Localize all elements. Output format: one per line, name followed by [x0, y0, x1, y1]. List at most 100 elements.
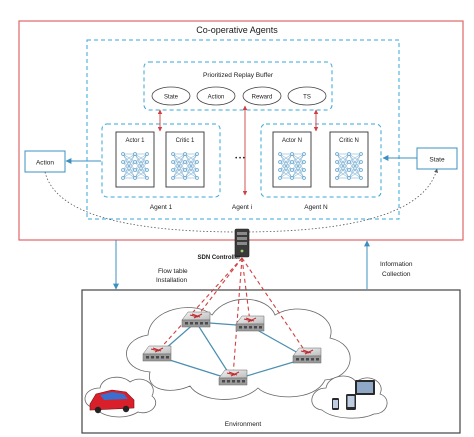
switch-port [195, 322, 198, 325]
nn-neuron [278, 160, 282, 164]
nn-neuron [302, 176, 306, 180]
nn-neuron [133, 168, 137, 172]
nn-edge [348, 153, 362, 171]
nn-neuron [359, 176, 363, 180]
nn-neuron [278, 152, 282, 156]
switch-port [311, 358, 314, 361]
actor-1-network-icon [121, 152, 149, 180]
nn-neuron [183, 160, 187, 164]
nn-edge [336, 169, 350, 179]
ellipsis: • • • [235, 156, 245, 162]
nn-edge [184, 153, 198, 179]
nn-edge [122, 169, 136, 179]
nn-edge [184, 169, 198, 179]
nn-neuron [121, 152, 125, 156]
nn-edge [348, 153, 362, 163]
nn-edge [279, 153, 293, 171]
nn-neuron [171, 176, 175, 180]
nn-neuron [145, 168, 149, 172]
nn-edge [291, 153, 305, 163]
state-ellipse [151, 86, 191, 106]
nn-edge [291, 153, 305, 171]
reward-ellipse [242, 86, 282, 106]
nn-neuron [183, 176, 187, 180]
switch-port [222, 380, 225, 383]
nn-edge [122, 161, 136, 179]
replay-buffer-items: State Action Reward TS [151, 86, 327, 106]
switch-arrow [152, 347, 162, 352]
nn-edge [172, 153, 186, 171]
switch-port [249, 326, 252, 329]
actor-n-label: Actor N [282, 138, 302, 144]
switch-node [142, 345, 172, 362]
nn-neuron [195, 152, 199, 156]
nn-neuron [347, 152, 351, 156]
switch-port [239, 326, 242, 329]
nn-edge [279, 153, 293, 179]
nn-neuron [359, 160, 363, 164]
nn-neuron [171, 168, 175, 172]
switch-port [200, 322, 203, 325]
switch-arrow [247, 317, 257, 323]
nn-neuron [359, 152, 363, 156]
car-icon [89, 389, 135, 414]
nn-edge [184, 153, 198, 163]
switch-port [301, 358, 304, 361]
devices-icon [332, 380, 375, 410]
nn-edge [336, 153, 350, 179]
nn-edge [134, 153, 148, 163]
nn-edge [172, 169, 186, 179]
flow-table-label-1: Flow table [158, 268, 188, 275]
ts-ellipse [287, 86, 327, 106]
agent-n-box [260, 123, 382, 198]
nn-edge [184, 153, 198, 171]
critic-1-label: Critic 1 [176, 138, 195, 144]
state-ellipse-label: State [164, 95, 179, 101]
nn-neuron [133, 160, 137, 164]
nn-edge [134, 153, 148, 179]
nn-neuron [145, 176, 149, 180]
nn-edge [122, 153, 136, 171]
nn-neuron [302, 160, 306, 164]
switch-port [185, 322, 188, 325]
nn-neuron [171, 160, 175, 164]
replay-buffer-box [143, 61, 333, 111]
nn-neuron [183, 168, 187, 172]
action-ellipse-label: Action [208, 95, 225, 101]
nn-edge [336, 161, 350, 179]
nn-neuron [302, 152, 306, 156]
switch-arrow [191, 313, 201, 318]
nn-neuron [133, 176, 137, 180]
nn-edge [279, 169, 293, 179]
nn-edge [336, 153, 350, 171]
switch-port [242, 380, 245, 383]
nn-edge [134, 153, 148, 171]
nn-neuron [359, 168, 363, 172]
switch-arrow [154, 347, 164, 353]
actor-1-label: Actor 1 [125, 138, 145, 144]
nn-edge [291, 161, 305, 179]
nn-edge [122, 153, 136, 163]
switch-port [161, 356, 164, 359]
nn-edge [291, 153, 305, 179]
nn-edge [134, 169, 148, 179]
nn-edge [172, 161, 186, 179]
agent-1-box [101, 123, 221, 198]
nn-edge [184, 161, 198, 179]
switch-port [151, 356, 154, 359]
actor-n-network-icon [278, 152, 306, 180]
switch-arrow [302, 349, 312, 354]
nn-edge [348, 153, 362, 179]
middle-agent-label: Agent i [232, 204, 252, 211]
nn-neuron [195, 160, 199, 164]
agent-n-label: Agent N [304, 204, 328, 211]
environment-label: Environment [225, 421, 262, 428]
information-label-1: Information [380, 261, 413, 268]
nn-edge [279, 161, 293, 179]
switch-port [254, 326, 257, 329]
switch-port [190, 322, 193, 325]
nn-edge [348, 161, 362, 179]
agent-1-label: Agent 1 [150, 204, 173, 211]
switch-port [316, 358, 319, 361]
